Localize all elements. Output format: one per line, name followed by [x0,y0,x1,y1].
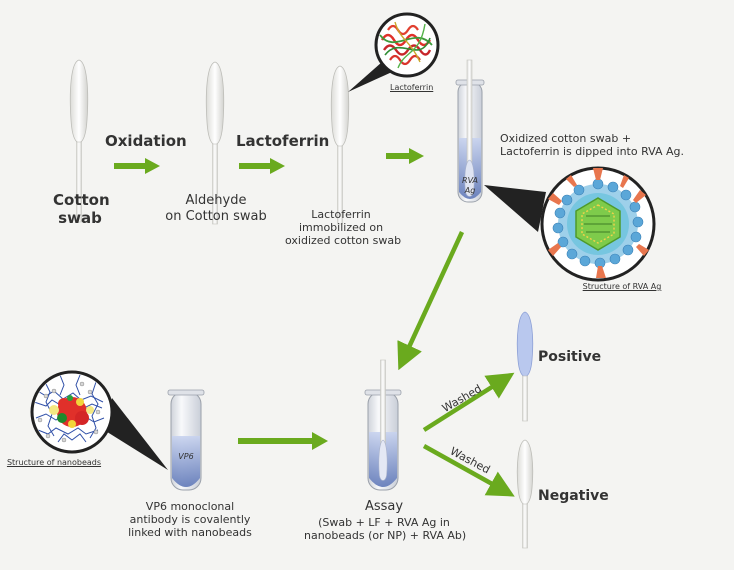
oxidation-label: Oxidation [105,132,187,150]
assay-title: Assay [364,499,404,514]
arrow-to-assay [397,231,465,371]
rva-ag-tube [455,59,485,203]
cotton-swab-1 [69,59,89,223]
tube-label-vp6: VP6 [178,452,194,461]
arrows-top [114,148,424,174]
cotton-swab-2 [205,61,225,225]
vp6-tube [167,389,205,491]
arrow-positive [422,372,515,432]
arrow-negative [422,444,515,497]
cotton-swab-3 [330,65,350,225]
rva-ag-magnifier [484,166,656,282]
lactoferrin-step-label: Lactoferrin [236,132,330,150]
rva-ag-caption: Structure of RVA Ag [582,282,662,291]
nanobeads-magnifier [30,370,168,470]
lactoferrin-caption: Lactoferrin [390,83,434,92]
positive-swab [516,311,534,422]
negative-swab [516,439,534,549]
dip-description: Oxidized cotton swab +Lactoferrin is dip… [500,132,684,159]
lactoferrin-magnifier [348,12,440,92]
assay-tube [364,359,402,491]
arrow-vp6-to-assay [238,432,328,450]
positive-label: Positive [538,349,602,365]
rva-particle [548,168,649,278]
negative-label: Negative [538,488,609,504]
nanobeads-caption: Structure of nanobeads [6,458,102,467]
